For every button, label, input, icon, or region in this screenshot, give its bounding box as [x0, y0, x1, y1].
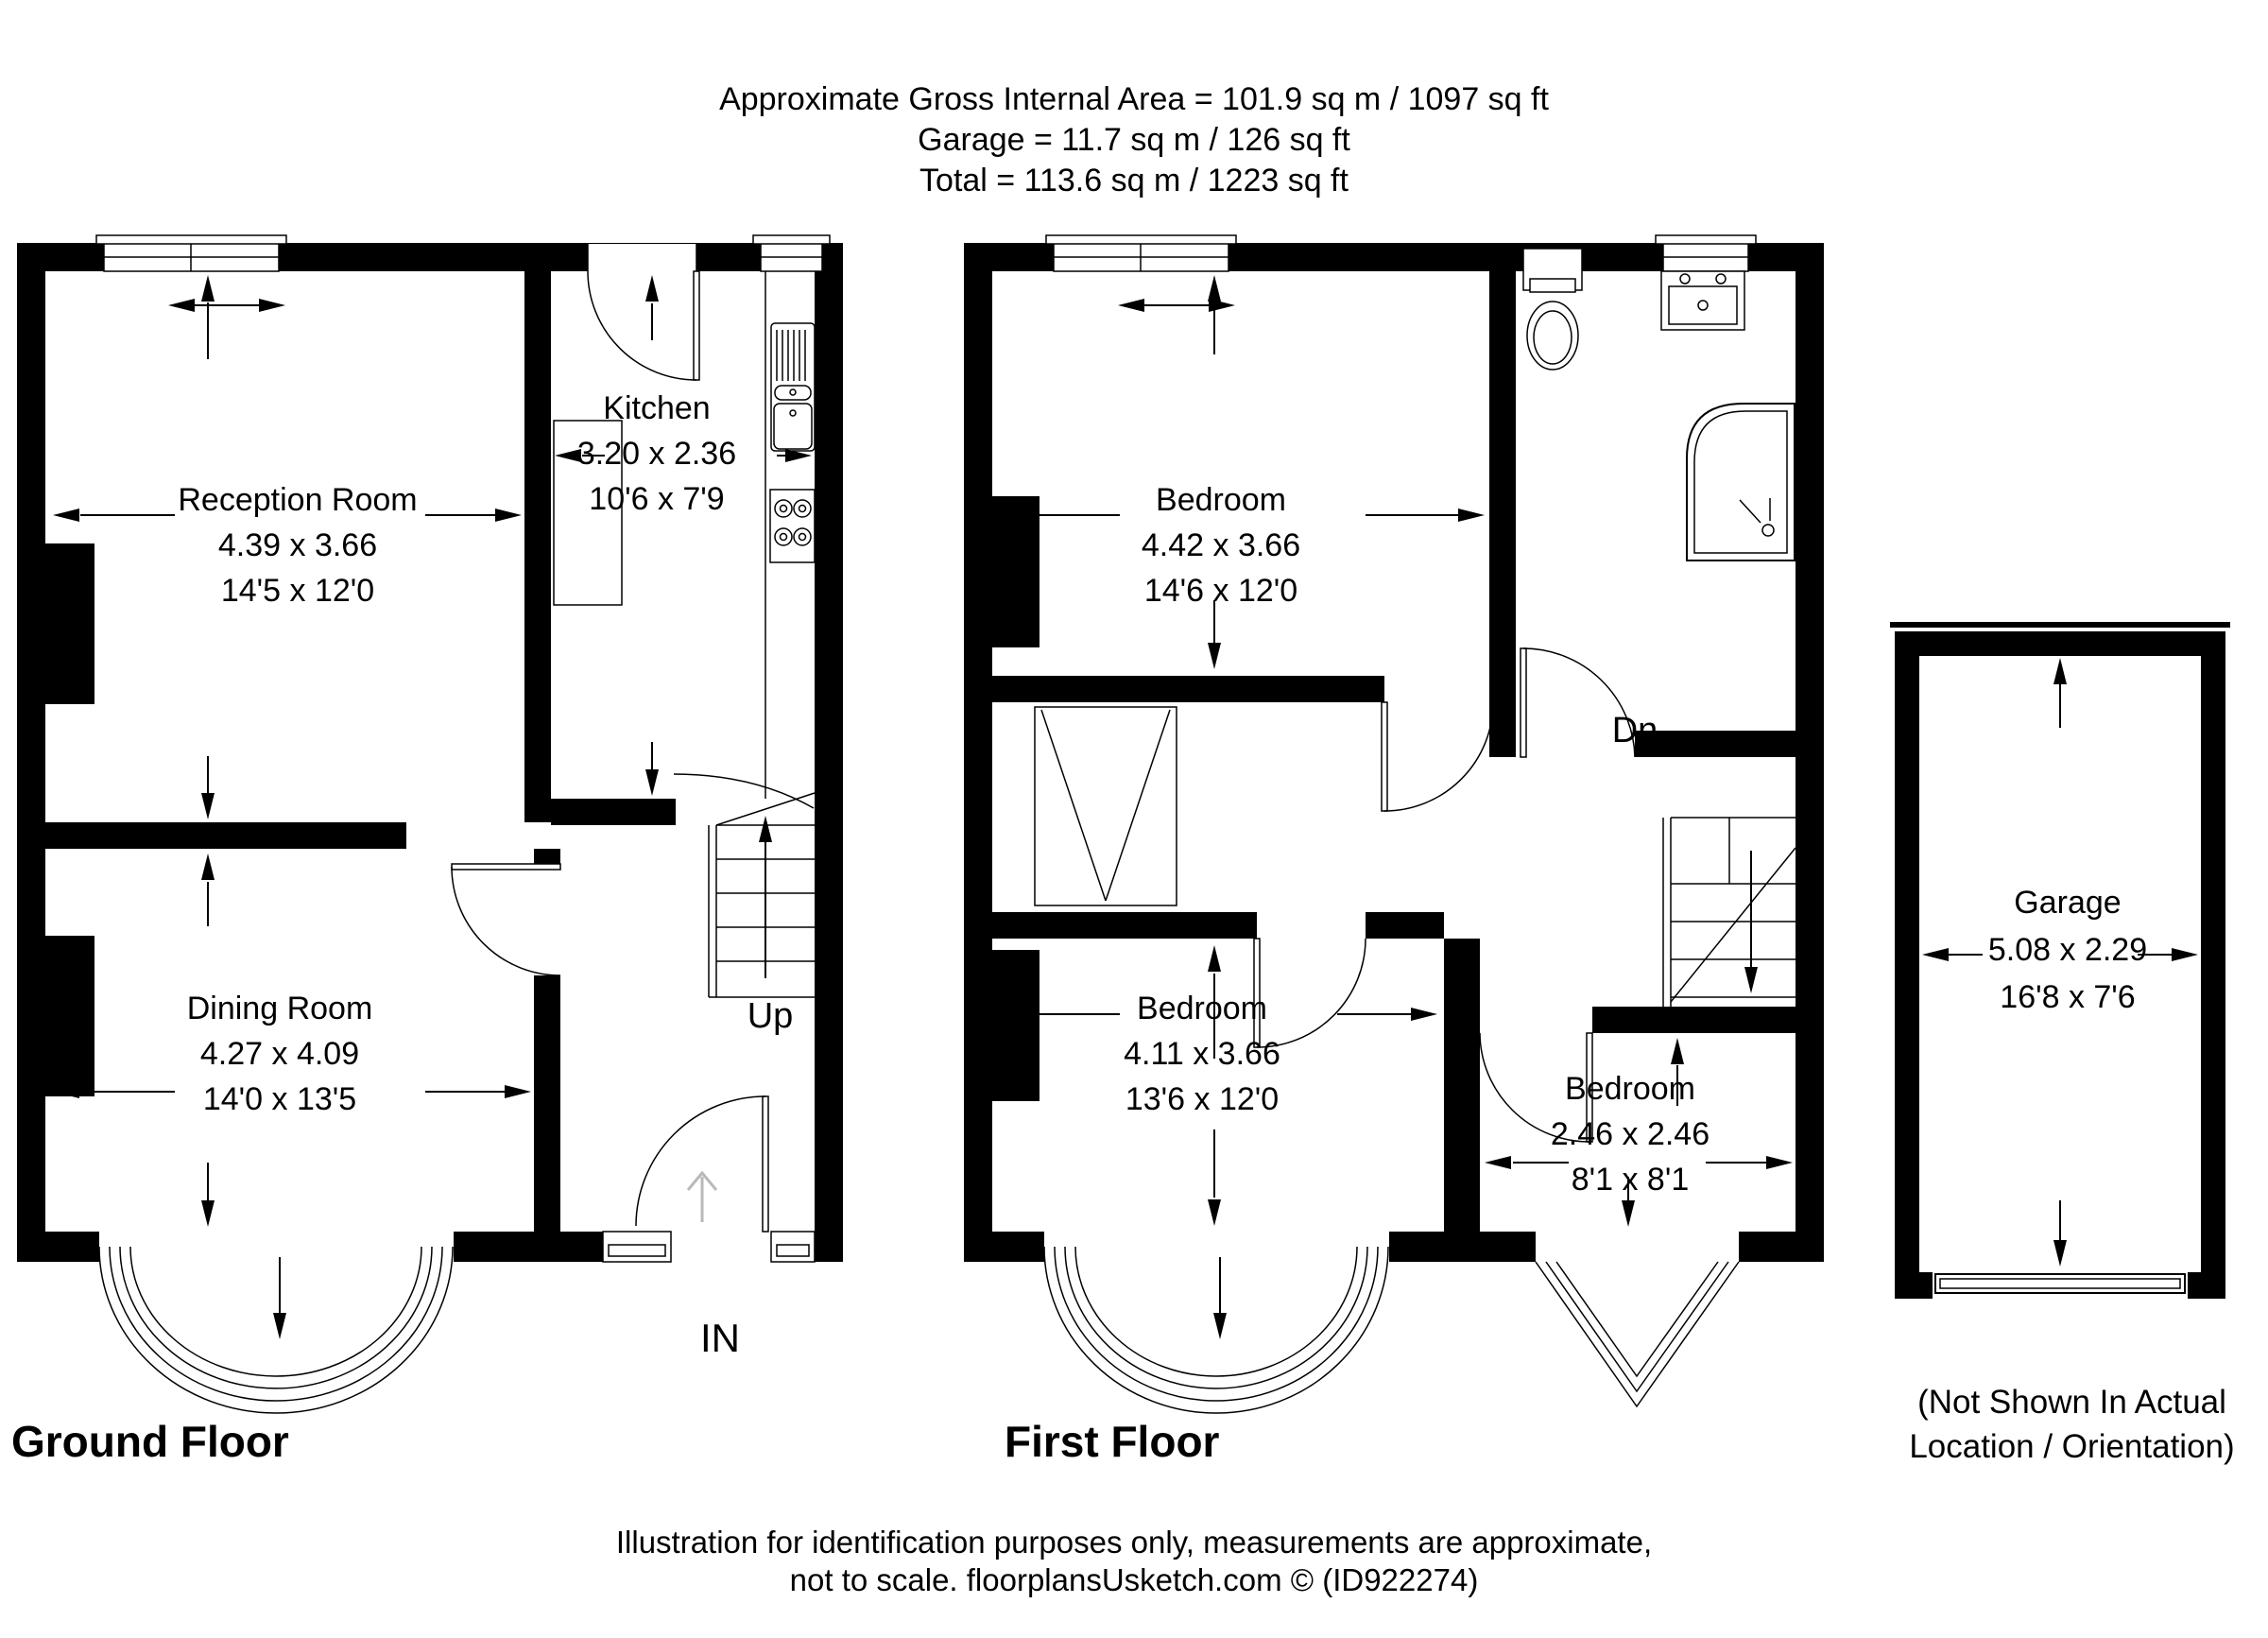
room-size-metric: 4.42 x 3.66 [1141, 527, 1301, 563]
kitchen-hob [769, 489, 816, 563]
hall-cupboard [553, 420, 623, 606]
room-size-metric: 4.11 x 3.66 [1124, 1036, 1280, 1072]
chimney-breast [45, 936, 94, 1096]
stairs-down [1662, 817, 1796, 1007]
chimney-breast [992, 950, 1040, 1101]
ground-floor-title: Ground Floor [11, 1417, 289, 1466]
basin [1660, 270, 1745, 331]
room-size-imperial: 14'6 x 12'0 [1143, 573, 1298, 609]
stairs-up-label: Up [747, 996, 794, 1036]
kitchen-door-arc [587, 243, 700, 381]
ground-floor-plan [17, 234, 843, 1414]
room-name: Garage [2014, 885, 2122, 921]
garage-note-line1: (Not Shown In Actual [1917, 1384, 2226, 1421]
reception-window [95, 234, 287, 272]
garage-note-line2: Location / Orientation) [1909, 1428, 2235, 1465]
room-name: Bedroom [1156, 482, 1286, 518]
front-door [602, 1095, 816, 1263]
chimney-breast [992, 496, 1040, 647]
room-name: Reception Room [178, 482, 418, 518]
room-label-kitchen: Kitchen 3.20 x 2.36 10'6 x 7'9 [515, 386, 799, 522]
closet [1034, 706, 1177, 906]
room-size-metric: 3.20 x 2.36 [576, 436, 737, 472]
stairs-down-label: Dn [1611, 711, 1658, 750]
shower [1686, 403, 1796, 561]
kitchen-window [752, 234, 831, 272]
garage-plan [1890, 622, 2230, 1299]
v-bay-window [1535, 1261, 1740, 1408]
bedroom-door-arc [1381, 701, 1494, 812]
room-size-imperial: 14'5 x 12'0 [220, 573, 375, 609]
room-label-reception: Reception Room 4.39 x 3.66 14'5 x 12'0 [90, 477, 506, 613]
disclaimer-line1: Illustration for identification purposes… [615, 1525, 1653, 1560]
bedroom-window [1045, 234, 1237, 272]
room-name: Dining Room [186, 991, 373, 1026]
room-size-metric: 4.39 x 3.66 [217, 527, 378, 563]
room-label-garage: Garage 5.08 x 2.29 16'8 x 7'6 [1921, 879, 2214, 1021]
room-size-imperial: 13'6 x 12'0 [1125, 1081, 1280, 1117]
bathroom-window [1655, 234, 1757, 272]
area-summary: Approximate Gross Internal Area = 101.9 … [0, 79, 2268, 201]
bedroom-door-arc [1253, 938, 1366, 1048]
window-dimension-arrow [168, 299, 285, 312]
room-label-bedroom-1: Bedroom 4.42 x 3.66 14'6 x 12'0 [1013, 477, 1429, 613]
garage-door [1934, 1273, 2186, 1294]
chimney-breast [45, 543, 94, 704]
bay-window [98, 1246, 454, 1414]
entrance-arrow-icon [686, 1170, 718, 1222]
total-area: Total = 113.6 sq m / 1223 sq ft [919, 163, 1349, 198]
room-name: Bedroom [1565, 1071, 1695, 1107]
dining-door-arc [451, 863, 561, 976]
gross-internal-area: Approximate Gross Internal Area = 101.9 … [719, 81, 1549, 117]
room-label-dining: Dining Room 4.27 x 4.09 14'0 x 13'5 [72, 986, 488, 1122]
room-label-bedroom-3: Bedroom 2.46 x 2.46 8'1 x 8'1 [1460, 1066, 1800, 1202]
dimension-arrows [53, 275, 812, 1339]
room-size-metric: 4.27 x 4.09 [199, 1036, 360, 1072]
disclaimer: Illustration for identification purposes… [0, 1524, 2268, 1599]
room-label-bedroom-2: Bedroom 4.11 x 3.66 13'6 x 12'0 [994, 986, 1410, 1122]
room-size-imperial: 10'6 x 7'9 [589, 481, 725, 517]
room-size-imperial: 8'1 x 8'1 [1571, 1162, 1690, 1198]
dimension-arrows [1000, 275, 1793, 1339]
dimension-arrows [1922, 658, 2198, 1267]
entrance-label: IN [700, 1316, 740, 1360]
room-size-imperial: 14'0 x 13'5 [202, 1081, 357, 1117]
room-name: Bedroom [1137, 991, 1267, 1026]
bay-window [1043, 1246, 1389, 1414]
bathroom-door-arc [1520, 647, 1636, 758]
room-size-metric: 5.08 x 2.29 [1987, 932, 2148, 968]
stairs-up [673, 773, 816, 998]
toilet [1522, 248, 1583, 371]
room-size-imperial: 16'8 x 7'6 [2000, 979, 2136, 1015]
disclaimer-line2: not to scale. floorplansUsketch.com © (I… [789, 1562, 1479, 1597]
bedroom-door-arc [1479, 1032, 1593, 1143]
room-name: Kitchen [603, 390, 711, 426]
first-floor-plan [964, 234, 1824, 1414]
garage-area: Garage = 11.7 sq m / 126 sq ft [918, 122, 1350, 158]
garage-note: (Not Shown In Actual Location / Orientat… [1881, 1380, 2263, 1469]
room-size-metric: 2.46 x 2.46 [1550, 1116, 1710, 1152]
first-floor-title: First Floor [1005, 1417, 1220, 1466]
